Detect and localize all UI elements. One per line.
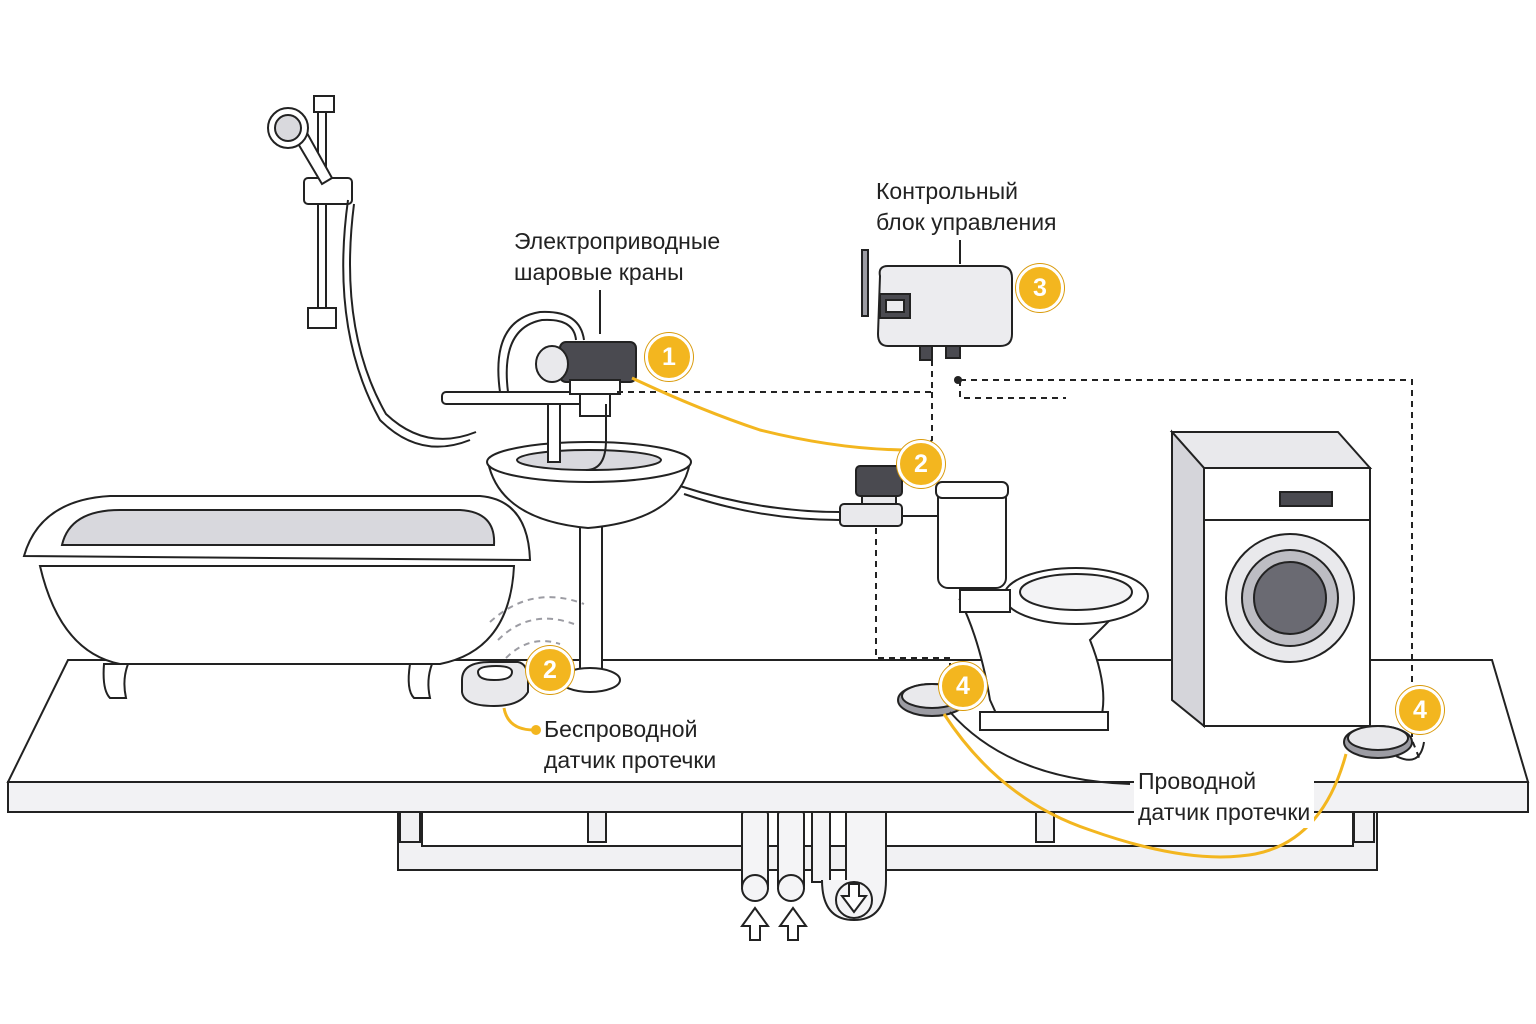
- valve-label-line: Электроприводные: [514, 228, 721, 254]
- wireless-sensor-label-line: датчик протечки: [544, 747, 717, 773]
- wireless-sensor-label: Беспроводной датчик протечки: [544, 714, 716, 776]
- valve-label-line: шаровые краны: [514, 259, 684, 285]
- wireless-sensor-label-line: Беспроводной: [544, 716, 698, 742]
- badge-sensor-washer: 4: [1396, 686, 1444, 734]
- wiring-junction: [954, 376, 962, 384]
- motorized-valve-pipe: [839, 465, 903, 527]
- wireless-label-leader: [502, 707, 535, 732]
- controller-box: [861, 240, 1013, 361]
- controller-label: Контрольный блок управления: [876, 176, 1057, 238]
- flow-arrows: [740, 883, 868, 941]
- arrow-up-icon: [740, 906, 770, 941]
- wired-sensor-label-line: датчик протечки: [1138, 799, 1311, 825]
- sink: [441, 391, 692, 693]
- wired-sensor-label-line: Проводной: [1138, 768, 1257, 794]
- badge-wireless-sensor: 2: [526, 646, 574, 694]
- supply-pipes: [741, 811, 887, 922]
- wireless-label-dot: [531, 725, 541, 735]
- controller-label-line: Контрольный: [876, 178, 1018, 204]
- wireless-sensor: [461, 661, 529, 708]
- badge-sensor-toilet: 4: [939, 662, 987, 710]
- valve-label: Электроприводные шаровые краны: [514, 226, 720, 288]
- faucet-hose: [497, 310, 585, 393]
- wired-sensor-label: Проводной датчик протечки: [1134, 766, 1315, 828]
- motorized-valve-top: [535, 341, 637, 395]
- supply-line: [679, 485, 940, 521]
- badge-controller: 3: [1016, 264, 1064, 312]
- badge-valve-top: 1: [645, 333, 693, 381]
- under-floor-pipes: [397, 811, 1378, 871]
- wired-sensor-washer: [1343, 725, 1413, 759]
- wired-sensor-cables: [942, 711, 1425, 859]
- washing-machine: [1169, 429, 1373, 729]
- toilet: [935, 481, 1149, 731]
- shower: [267, 95, 477, 448]
- controller-label-line: блок управления: [876, 209, 1057, 235]
- arrow-down-icon: [840, 883, 868, 914]
- valve-signal-cable: [631, 376, 911, 452]
- arrow-up-icon: [778, 906, 808, 941]
- wireless-signal-waves: [489, 596, 585, 659]
- bathtub: [22, 495, 532, 699]
- badge-valve-pipe: 2: [897, 440, 945, 488]
